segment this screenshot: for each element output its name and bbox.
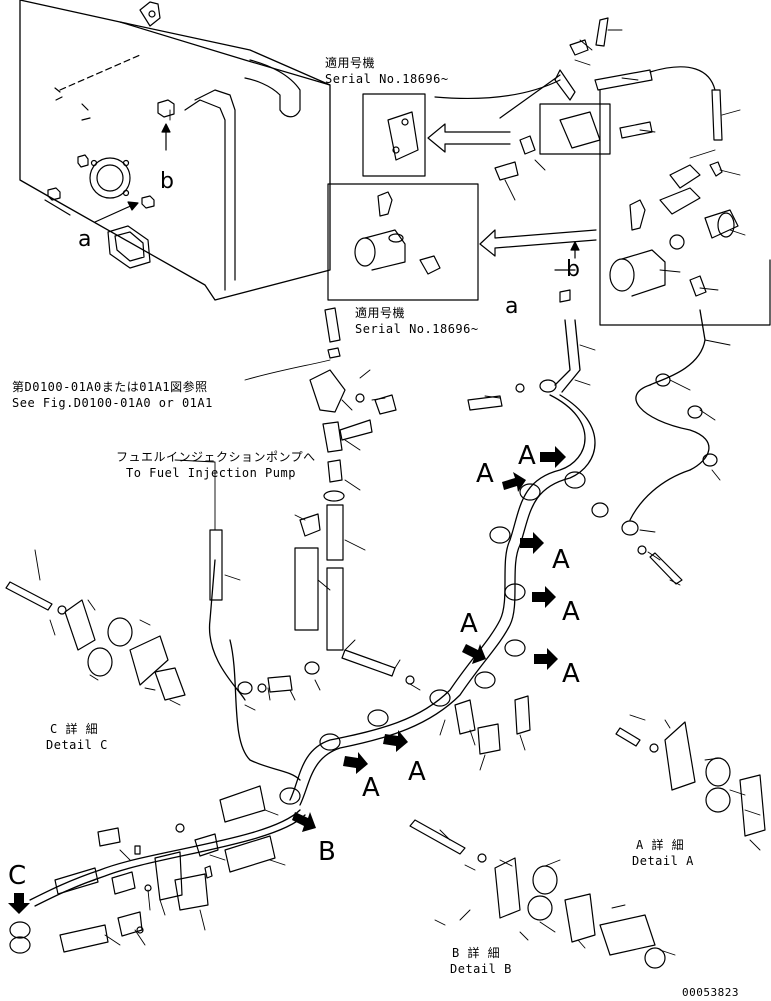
drawing-number: 00053823 (682, 986, 739, 999)
view-arrows (8, 446, 566, 914)
fuel-tank (19, 0, 331, 301)
inset-filter-box (327, 183, 597, 301)
detail-a-parts (664, 721, 766, 837)
detail-b-jp: B 詳 細 (452, 946, 501, 960)
detail-b-en: Detail B (450, 962, 512, 976)
detail-a-en: Detail A (632, 854, 694, 868)
detail-c-jp: C 詳 細 (50, 722, 99, 736)
serial-top-en: Serial No.18696~ (325, 72, 449, 86)
serial-mid-jp: 適用号機 (355, 306, 406, 320)
view-letter-a-4: A (562, 597, 581, 627)
clamps (9, 373, 718, 954)
bolts (5, 383, 683, 863)
see-fig-en: See Fig.D0100-01A0 or 01A1 (12, 396, 213, 410)
leader-lines (34, 29, 761, 956)
lower-fittings (54, 785, 276, 953)
pump-jp: フュエルインジェクションポンプへ (116, 450, 316, 464)
pump-en: To Fuel Injection Pump (126, 466, 296, 480)
view-letter-b: B (318, 837, 337, 867)
view-letter-b-mid: b (566, 257, 581, 282)
view-letter-a-6: A (460, 609, 479, 639)
view-letter-a-3: A (552, 545, 571, 575)
view-letter-c: C (8, 861, 27, 891)
detail-c-parts (64, 599, 186, 701)
serial-top-jp: 適用号機 (325, 56, 376, 70)
detail-b-parts (454, 695, 666, 969)
top-fittings (434, 17, 723, 303)
view-letter-a-mid: a (505, 294, 519, 319)
see-fig-jp: 第D0100-01A0または01A1図参照 (12, 380, 208, 394)
view-letter-a-8: A (362, 773, 381, 803)
view-letter-a-5: A (562, 659, 581, 689)
pump-hose (209, 307, 373, 651)
detail-a-jp: A 詳 細 (636, 838, 685, 852)
fuel-lines (29, 309, 710, 907)
detail-c-en: Detail C (46, 738, 108, 752)
serial-mid-en: Serial No.18696~ (355, 322, 479, 336)
view-letter-a-7: A (408, 757, 427, 787)
inset-bracket-box (362, 93, 611, 177)
view-letter-a-1: A (476, 459, 495, 489)
view-letter-a-2: A (518, 441, 537, 471)
filter-assembly (599, 89, 771, 326)
view-letter-a-left: a (78, 227, 92, 252)
view-letter-b-left: b (160, 169, 175, 194)
